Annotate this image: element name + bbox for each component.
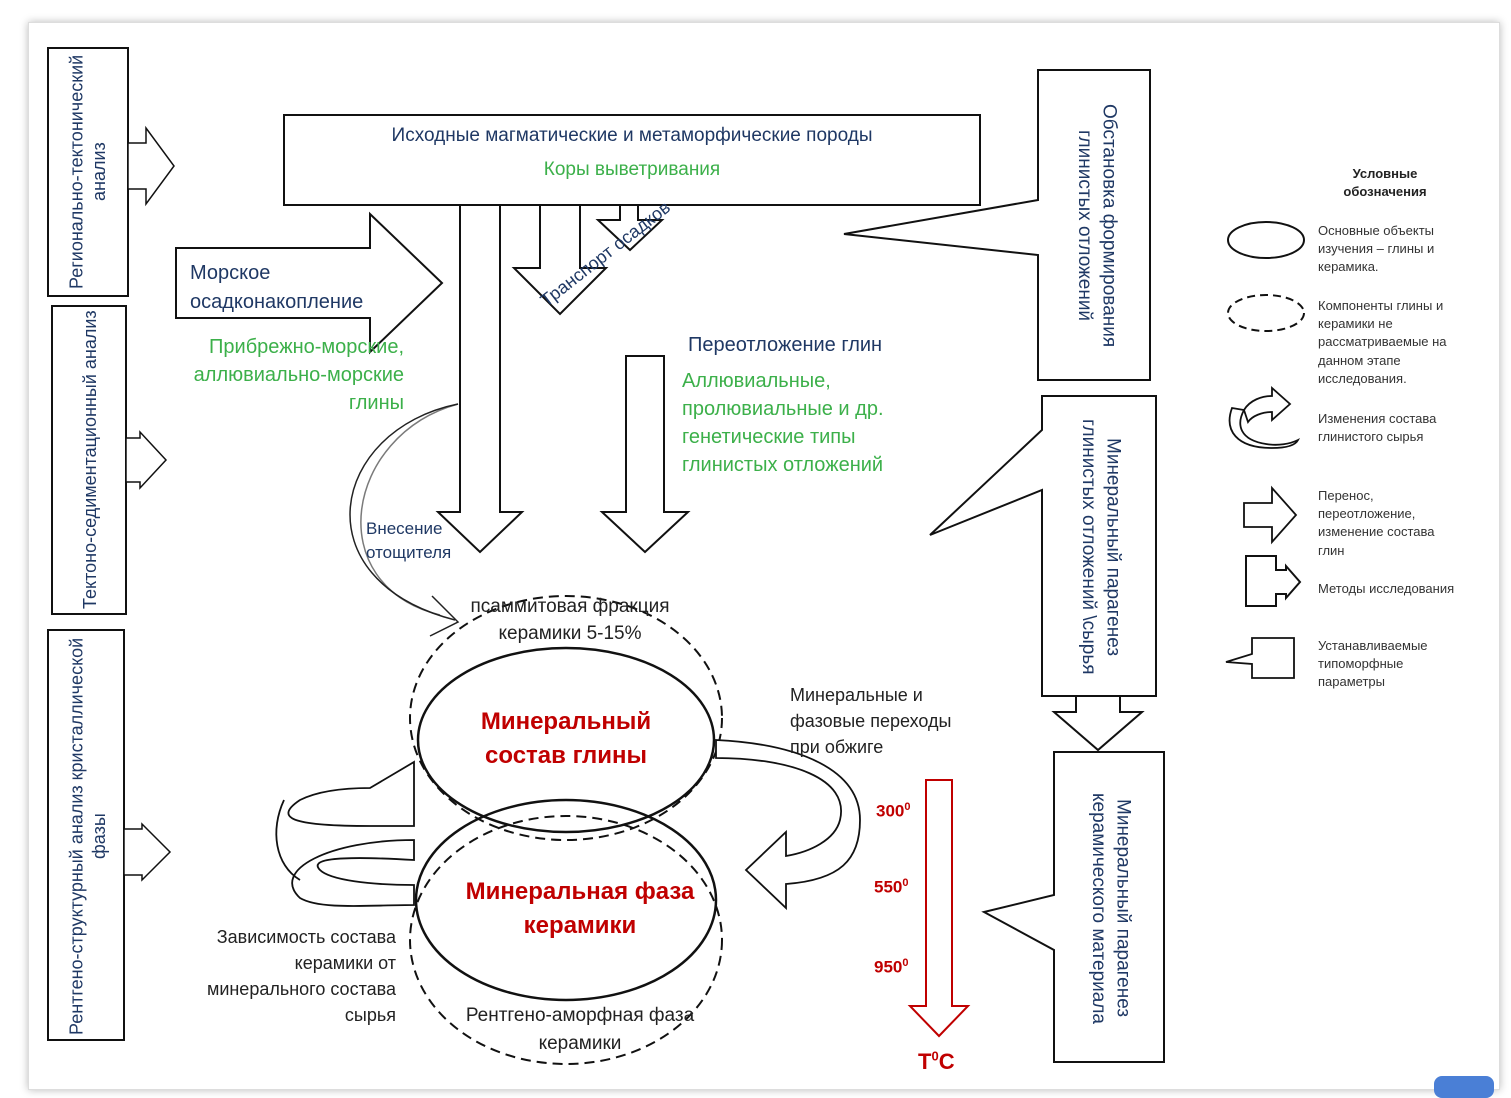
legend-dashed-ellipse-icon: [1227, 294, 1305, 332]
corner-badge-icon: [1434, 1076, 1494, 1098]
clay-ellipse-line1: Минеральный: [480, 708, 652, 735]
legend-block-arrow-icon: [1243, 485, 1298, 545]
amorph-dashed-ellipse: [409, 815, 723, 1065]
legend-item-methods: Методы исследования: [1318, 581, 1455, 596]
paragenesis-ceramic-callout: [981, 751, 1165, 1063]
dependence-line3: минерального состава: [206, 979, 396, 999]
amorph-line1: Рентгено-аморфная фаза: [465, 1005, 695, 1026]
redeposit-green-line2: пролювиальные и др.: [682, 398, 884, 420]
paragenesis-clay-label: Минеральный парагенез глинистых отложени…: [1078, 419, 1124, 675]
transitions-line3: при обжиге: [790, 737, 884, 757]
legend-title-line1: Условные: [1352, 166, 1418, 181]
legend-item-not-considered: Компоненты глины и керамики не рассматри…: [1318, 298, 1447, 386]
regional-method-label: Регионально-тектонический анализ: [66, 54, 110, 290]
temper-line2: отощителя: [366, 543, 452, 562]
dependence-line1: Зависимость состава: [216, 927, 396, 947]
source-rocks-box: [283, 114, 981, 206]
transport-arrow-small: [595, 204, 665, 252]
temp-300: 3000: [876, 801, 911, 821]
psammite-line2: керамики 5-15%: [498, 623, 642, 644]
psammite-dashed-ellipse: [409, 595, 723, 841]
legend-callout-icon: [1225, 637, 1295, 679]
marine-sedimentation-arrow: [175, 211, 444, 355]
legend-item-main-objects: Основные объекты изучения – глины и кера…: [1318, 223, 1435, 275]
transport-arrow: [511, 204, 609, 316]
marine-line2: осадконакопление: [190, 291, 364, 313]
xray-method-box: [47, 629, 172, 1041]
redeposit-green-line3: генетические типы: [682, 426, 856, 448]
temperature-arrow: [907, 779, 971, 1038]
dependence-line4: сырья: [344, 1005, 396, 1025]
dependence-line2: керамики от: [294, 953, 396, 973]
tectono-method-label: Тектоно-седиментационный анализ: [79, 310, 100, 610]
marine-green-line1: Прибрежно-морские,: [209, 336, 404, 358]
redeposit-down-arrow: [599, 355, 691, 554]
legend-item-transfer: Перенос, переотложение, изменение состав…: [1318, 488, 1435, 558]
left-curved-arrow: [275, 760, 415, 907]
paragenesis-ceramic-label: Минеральный парагенез керамического мате…: [1088, 792, 1134, 1024]
tectono-method-box: [51, 305, 168, 615]
ceramic-ellipse-line1: Минеральная фаза: [465, 878, 695, 905]
marine-line1: Морское: [190, 262, 271, 284]
legend-item-composition-change: Изменения состава глинистого сырья: [1318, 411, 1437, 445]
redeposit-title: Переотложение глин: [688, 334, 883, 356]
transitions-line2: фазовые переходы: [790, 711, 952, 731]
redeposit-green-line1: Аллювиальные,: [682, 370, 831, 392]
ceramic-ellipse-line2: керамики: [523, 912, 637, 939]
clay-ellipse-line2: состав глины: [485, 742, 647, 769]
transitions-line1: Минеральные и: [790, 685, 923, 705]
legend-curved-arrow-icon: [1228, 385, 1301, 449]
clay-ellipse: [416, 646, 716, 834]
temp-axis-label: T0C: [918, 1048, 955, 1074]
marine-green-line3: глины: [348, 392, 404, 414]
temp-950: 9500: [874, 957, 909, 977]
formation-callout: [843, 69, 1151, 381]
legend-title-line2: обозначения: [1343, 184, 1427, 199]
legend-solid-ellipse-icon: [1227, 221, 1305, 259]
ceramic-ellipse: [414, 798, 718, 1002]
weathering-crust-label: Коры выветривания: [543, 159, 721, 180]
right-curved-arrow: [715, 739, 861, 911]
paragenesis-clay-callout: [929, 395, 1157, 697]
temper-line1: Внесение: [366, 519, 443, 538]
marine-green-line2: аллювиально-морские: [193, 364, 404, 386]
marine-down-arrow: [435, 204, 525, 554]
regional-method-box: [47, 47, 175, 297]
temp-550: 5500: [874, 877, 909, 897]
legend-item-parameters: Устанавливаемые типоморфные параметры: [1318, 638, 1428, 690]
formation-callout-label: Обстановка формирования глинистых отложе…: [1074, 104, 1120, 348]
amorph-line2: керамики: [538, 1033, 622, 1054]
source-rocks-title: Исходные магматические и метаморфические…: [391, 125, 873, 146]
xray-method-label: Рентгено-структурный анализ кристалличес…: [66, 637, 110, 1035]
legend-method-icon: [1245, 555, 1302, 607]
redeposit-green-line4: глинистых отложений: [682, 454, 884, 476]
paragenesis-down-arrow: [1051, 695, 1145, 752]
psammite-line1: псаммитовая фракция: [470, 596, 670, 617]
